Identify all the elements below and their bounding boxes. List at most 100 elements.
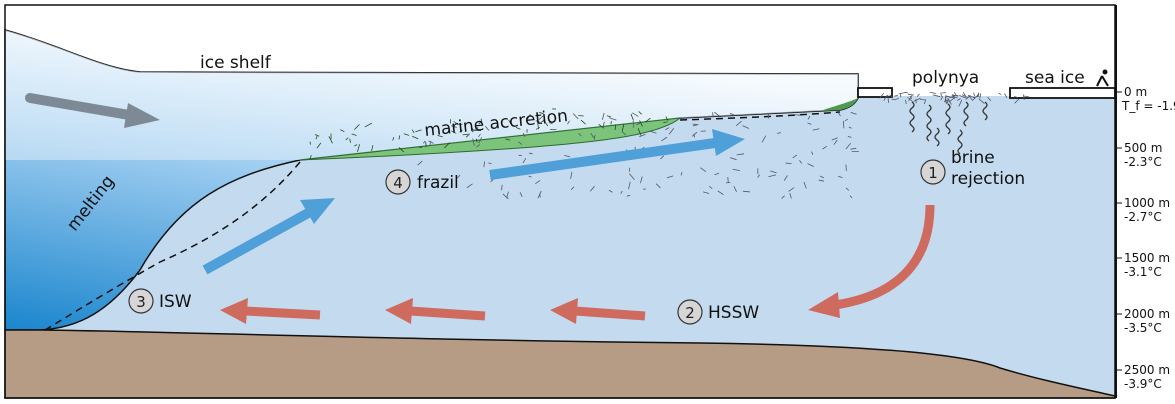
frazil-crystal (979, 93, 982, 99)
frazil-crystal (488, 162, 492, 165)
frazil-crystal (608, 189, 613, 193)
frazil-crystal (478, 137, 483, 144)
frazil-crystal (316, 142, 322, 149)
brine-rejection-plumes (909, 101, 988, 155)
frazil-crystal (506, 191, 509, 199)
frazil-crystal (412, 135, 419, 140)
frazil-crystal (630, 113, 634, 121)
frazil-crystal (483, 161, 485, 168)
seabed (4, 329, 1116, 399)
frazil-crystal (908, 94, 913, 101)
frazil-crystal (733, 185, 737, 192)
frazil-crystal (788, 187, 795, 192)
frazil-crystal (789, 192, 792, 199)
frazil-crystal (879, 92, 884, 99)
svg-text:2000 m: 2000 m (1124, 307, 1170, 321)
frazil-crystal (1014, 98, 1020, 104)
frazil-crystal (803, 181, 807, 189)
frazil-crystal (850, 112, 857, 115)
svg-text:-2.7°C: -2.7°C (1124, 210, 1162, 224)
frazil-crystal (478, 120, 483, 125)
frazil-crystal (535, 126, 541, 130)
frazil-crystal (729, 112, 735, 116)
frazil-crystal (958, 99, 963, 107)
frazil-crystal (905, 91, 909, 94)
polynya-label: polynya (912, 68, 979, 88)
frazil-crystal (913, 97, 921, 102)
frazil-crystal (476, 138, 478, 143)
frazil-crystal (459, 129, 463, 133)
frazil-crystal (528, 175, 532, 178)
frazil-crystal (742, 190, 751, 193)
svg-text:1: 1 (928, 164, 938, 182)
frazil-crystal (889, 94, 894, 99)
frazil-crystal (943, 99, 949, 102)
frazil-crystal (570, 171, 573, 179)
frazil-crystal (567, 120, 570, 125)
frazil-crystal (371, 145, 374, 152)
brine-plume (926, 104, 932, 142)
brine-plume (945, 103, 951, 135)
frazil-crystal (444, 142, 451, 149)
frazil-crystal (340, 129, 345, 133)
frazil-crystal (398, 135, 401, 140)
frazil-crystal (309, 155, 312, 160)
tick-500m: 500 m -2.3°C (1116, 141, 1162, 169)
svg-text:0 m: 0 m (1124, 85, 1147, 99)
frazil-crystal (916, 93, 920, 97)
frazil-crystal (691, 131, 698, 137)
step-3-isw: 3 ISW (128, 288, 192, 314)
frazil-crystal (847, 135, 852, 138)
step-1-brine-rejection: 1 brine rejection (920, 148, 1025, 189)
frazil-crystal (837, 111, 841, 117)
frazil-crystal (411, 129, 415, 134)
svg-text:2: 2 (685, 304, 695, 322)
frazil-crystal (485, 125, 490, 131)
frazil-crystal (976, 93, 980, 97)
frazil-crystal (628, 181, 631, 190)
svg-text:4: 4 (393, 174, 403, 192)
frazil-crystal (998, 92, 1002, 95)
frazil-crystal (357, 144, 360, 152)
frazil-crystal (907, 96, 913, 103)
svg-text:3: 3 (136, 293, 146, 311)
frazil-label: frazil (417, 173, 459, 193)
frazil-crystal (661, 136, 668, 142)
frazil-crystal (466, 183, 473, 189)
frazil-crystal (629, 173, 635, 180)
frazil-crystal (422, 140, 426, 144)
frazil-crystal (593, 134, 596, 139)
frazil-crystal (478, 133, 481, 138)
frazil-crystal (940, 93, 943, 97)
frazil-crystal (471, 127, 479, 133)
frazil-crystal (700, 167, 707, 172)
red-hssw-arrows (220, 204, 935, 324)
marine-accretion-layer (299, 117, 682, 161)
frazil-crystal (1004, 93, 1008, 99)
frazil-crystal (328, 136, 333, 144)
frazil-crystal (770, 170, 777, 174)
svg-text:T_f = -1.9°C: T_f = -1.9°C (1121, 99, 1175, 113)
frazil-crystal (987, 96, 992, 101)
frazil-crystal (626, 194, 631, 197)
frazil-crystal (1022, 94, 1025, 101)
frazil-crystal (948, 97, 955, 103)
tick-2000m: 2000 m -3.5°C (1116, 307, 1170, 335)
frazil-crystal (944, 96, 949, 98)
frazil-crystal (425, 141, 427, 148)
frazil-crystals (309, 91, 1029, 200)
frazil-crystal (907, 94, 914, 96)
frazil-crystal (736, 153, 745, 156)
ice-shelf-label: ice shelf (200, 53, 272, 73)
frazil-crystal (538, 115, 544, 120)
frazil-crystal (417, 160, 423, 166)
frazil-crystal (639, 133, 646, 138)
frazil-crystal (451, 130, 457, 134)
svg-text:-3.1°C: -3.1°C (1124, 265, 1162, 279)
frazil-crystal (508, 119, 511, 124)
frazil-crystal (450, 125, 457, 128)
frazil-crystal (505, 138, 511, 141)
frazil-crystal (403, 133, 410, 136)
frazil-crystal (428, 140, 434, 144)
frazil-crystal (453, 120, 457, 124)
